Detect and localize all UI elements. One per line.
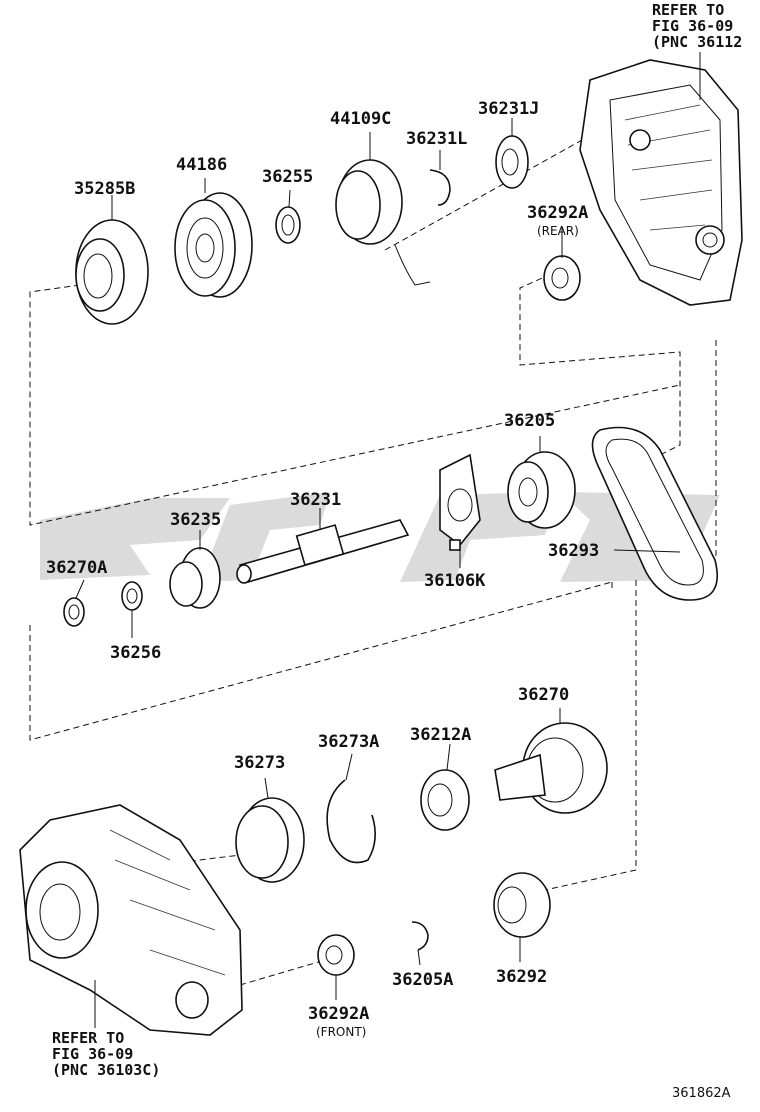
part-44186: [174, 192, 253, 298]
part-36212A: [420, 769, 470, 831]
label-36205A: 36205A: [392, 970, 453, 990]
part-36270: [494, 722, 608, 814]
label-36106K: 36106K: [424, 571, 486, 591]
label-36293: 36293: [548, 541, 599, 561]
part-36231J: [495, 135, 529, 189]
part-36235: [169, 547, 221, 609]
label-36235: 36235: [170, 510, 221, 530]
leader-lines: [75, 52, 701, 1028]
label-44186: 44186: [176, 155, 227, 175]
label-36270: 36270: [518, 685, 569, 705]
part-36273A: [326, 779, 376, 864]
part-36270A: [63, 597, 85, 627]
label-36292: 36292: [496, 967, 547, 987]
ref-bottom-line2: FIG 36-09: [52, 1045, 133, 1063]
ref-top-line3: (PNC 36112: [652, 33, 742, 51]
label-44109C: 44109C: [330, 109, 391, 129]
part-35285B: [75, 219, 149, 325]
transfer-case-rear: [579, 59, 743, 306]
ref-bottom-line3: (PNC 36103C): [52, 1061, 160, 1079]
label-36231: 36231: [290, 490, 341, 510]
label-front: (FRONT): [316, 1025, 366, 1039]
part-36256: [121, 581, 143, 611]
part-36292: [493, 872, 551, 938]
label-36231J: 36231J: [478, 99, 539, 119]
ref-top-line2: FIG 36-09: [652, 17, 733, 35]
label-36273: 36273: [234, 753, 285, 773]
label-36292A-front: 36292A: [308, 1004, 369, 1024]
label-36292A-rear: 36292A: [527, 203, 588, 223]
part-36231-shaft: [236, 519, 410, 584]
label-36256: 36256: [110, 643, 161, 663]
ref-bottom-line1: REFER TO: [52, 1029, 124, 1047]
figure-id: 361862A: [672, 1086, 731, 1101]
label-36270A: 36270A: [46, 558, 107, 578]
part-44109C: [335, 159, 431, 286]
assembly-lines: [29, 129, 717, 986]
part-36255: [275, 206, 301, 244]
label-rear: (REAR): [537, 224, 579, 238]
part-36106K: [439, 453, 481, 551]
reference-note-bottom: REFER TO FIG 36-09 (PNC 36103C): [52, 1029, 160, 1079]
reference-note-top: REFER TO FIG 36-09 (PNC 36112: [652, 1, 742, 51]
label-36273A: 36273A: [318, 732, 379, 752]
part-36273: [235, 797, 305, 883]
part-36205A: [411, 921, 429, 951]
ref-top-line1: REFER TO: [652, 1, 724, 19]
part-36293-chain: [591, 426, 719, 601]
transfer-case-front: [19, 804, 243, 1036]
part-36292A-front: [317, 934, 355, 976]
label-36205: 36205: [504, 411, 555, 431]
label-36212A: 36212A: [410, 725, 471, 745]
part-36292A-rear: [543, 255, 581, 301]
part-36205: [507, 451, 576, 529]
label-36255: 36255: [262, 167, 313, 187]
label-35285B: 35285B: [74, 179, 135, 199]
part-36231L: [429, 169, 451, 206]
label-36231L: 36231L: [406, 129, 467, 149]
